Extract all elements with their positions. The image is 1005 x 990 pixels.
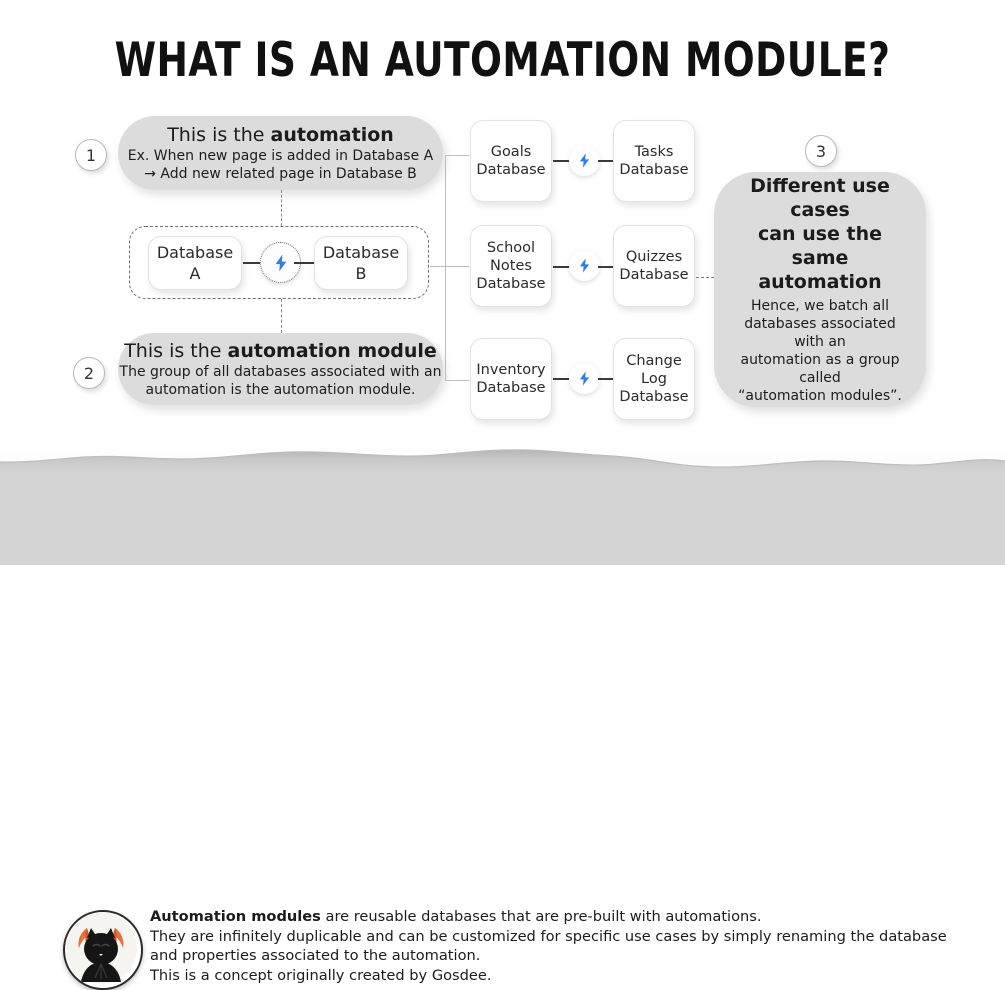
connector-callout1-to-module <box>281 190 282 226</box>
connector-inventory-to-bolt <box>553 378 571 380</box>
step-number-2-label: 2 <box>83 363 95 383</box>
connector-bolt-to-b <box>294 262 317 264</box>
bracket-spine <box>445 155 447 380</box>
callout-automation: This is the automation Ex. When new page… <box>118 116 443 190</box>
connector-goals-to-bolt <box>553 160 571 162</box>
callout-module-line-1: The group of all databases associated wi… <box>119 364 442 380</box>
callout-module-headline-strong: automation module <box>227 340 437 362</box>
connector-bolt-to-tasks <box>598 160 616 162</box>
footer-line-4: This is a concept originally created by … <box>150 966 492 984</box>
slide-canvas: WHAT IS AN AUTOMATION MODULE? 1 This is … <box>0 33 1005 990</box>
automation-module-group <box>129 226 429 299</box>
step-number-1-label: 1 <box>85 145 97 165</box>
db-card-change-log-database[interactable]: Change Log Database <box>613 338 695 420</box>
db-card-goals-database[interactable]: Goals Database <box>470 120 552 202</box>
callout-use-cases-headline-2: can use the <box>757 223 883 245</box>
callout-use-cases-body-3: automation as a group called <box>740 352 900 386</box>
lightning-bolt-icon-row-2 <box>569 250 600 281</box>
callout-automation-headline-strong: automation <box>270 124 394 146</box>
callout-use-cases-headline-1: Different use cases <box>750 175 890 221</box>
footer-band: Automation modules are reusable database… <box>0 437 1005 990</box>
footer-text: Automation modules are reusable database… <box>150 907 980 985</box>
connector-school-to-bolt <box>553 266 571 268</box>
connector-bolt-to-changelog <box>598 378 616 380</box>
bracket-stub-top <box>445 155 469 157</box>
callout-module-line-2: automation is the automation module. <box>145 382 416 398</box>
callout-module-headline-prefix: This is the <box>124 340 228 362</box>
step-number-3-label: 3 <box>815 141 827 161</box>
bracket-stub-bottom <box>445 380 469 382</box>
callout-automation-headline: This is the automation <box>167 123 394 147</box>
db-card-database-a[interactable]: Database A <box>148 236 242 290</box>
footer-line-2: They are infinitely duplicable and can b… <box>150 927 947 945</box>
torn-paper-edge <box>0 437 1005 477</box>
cat-avatar-icon <box>63 910 143 990</box>
connector-examples-to-callout3 <box>696 277 724 278</box>
callout-module-headline: This is the automation module <box>124 339 437 363</box>
db-card-database-b[interactable]: Database B <box>314 236 408 290</box>
db-card-school-notes-database[interactable]: School Notes Database <box>470 225 552 307</box>
connector-a-to-bolt <box>243 262 266 264</box>
lightning-bolt-icon-row-3 <box>569 363 600 394</box>
callout-use-cases-body-1: Hence, we batch all <box>750 298 890 314</box>
callout-automation-line-2: → Add new related page in Database B <box>144 166 417 182</box>
step-number-2: 2 <box>73 357 105 389</box>
footer-line-1-rest: are reusable databases that are pre-buil… <box>320 908 762 925</box>
callout-use-cases-headline-3: same automation <box>758 247 882 293</box>
page-title: WHAT IS AN AUTOMATION MODULE? <box>114 33 891 88</box>
connector-module-to-callout2 <box>281 299 282 333</box>
callout-use-cases: Different use cases can use the same aut… <box>714 172 926 407</box>
footer-line-3: and properties associated to the automat… <box>150 947 481 965</box>
db-card-quizzes-database[interactable]: Quizzes Database <box>613 225 695 307</box>
bracket-stub-middle <box>430 266 469 268</box>
callout-use-cases-body-2: databases associated with an <box>744 316 896 350</box>
connector-bolt-to-quizzes <box>598 266 616 268</box>
step-number-3: 3 <box>805 135 837 167</box>
callout-automation-headline-prefix: This is the <box>167 124 271 146</box>
callout-use-cases-body-4: “automation modules”. <box>738 388 902 404</box>
footer-line-1-strong: Automation modules <box>150 908 321 925</box>
callout-automation-module: This is the automation module The group … <box>118 333 443 405</box>
footer-line-1: Automation modules are reusable database… <box>150 907 980 927</box>
db-card-tasks-database[interactable]: Tasks Database <box>613 120 695 202</box>
step-number-1: 1 <box>75 139 107 171</box>
callout-automation-line-1: Ex. When new page is added in Database A <box>127 148 434 164</box>
lightning-bolt-icon-row-1 <box>569 145 600 176</box>
db-card-inventory-database[interactable]: Inventory Database <box>470 338 552 420</box>
